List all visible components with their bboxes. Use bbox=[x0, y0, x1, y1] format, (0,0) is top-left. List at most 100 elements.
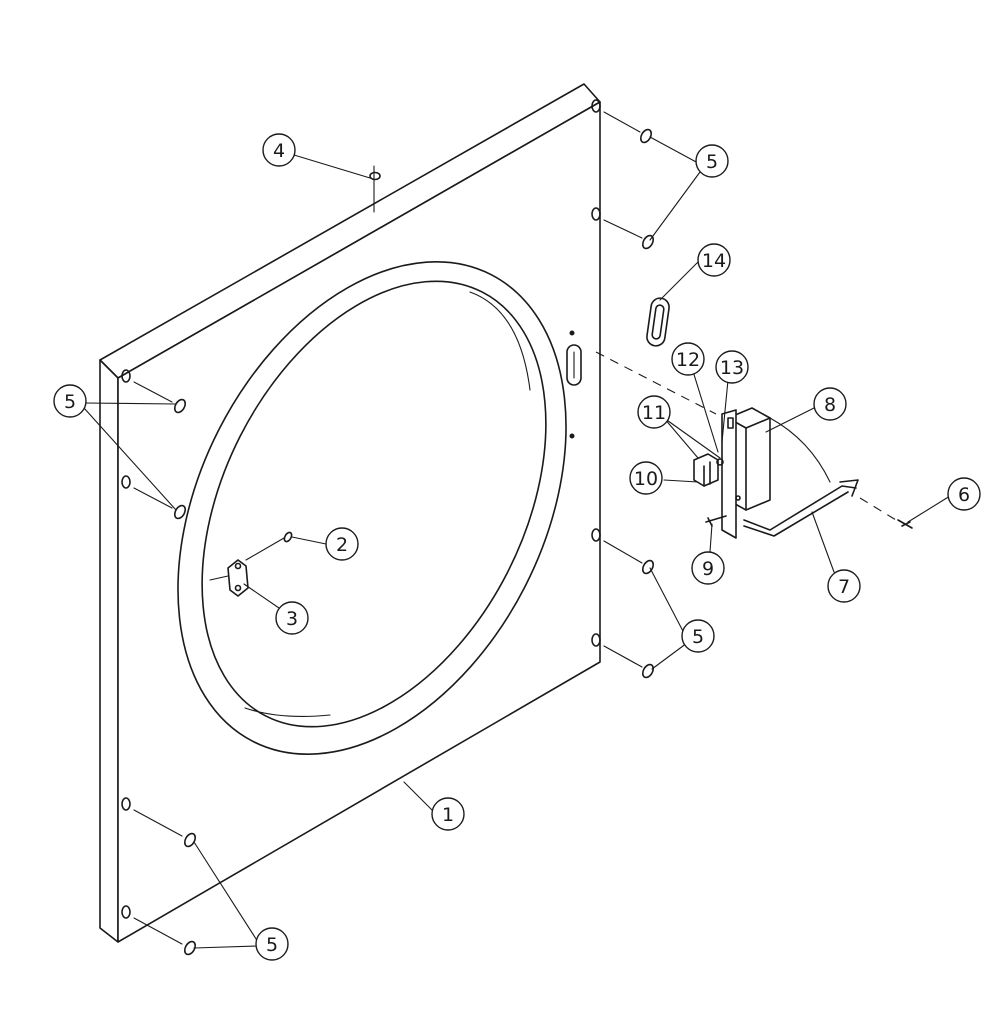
callout-5-label: 5 bbox=[64, 391, 76, 413]
opening-depth-line bbox=[469, 291, 531, 391]
grommet-inner bbox=[651, 304, 665, 340]
lever-wire bbox=[769, 417, 831, 483]
door-opening bbox=[177, 261, 567, 755]
screws bbox=[133, 111, 655, 956]
leader-5d bbox=[193, 945, 259, 949]
pin-head bbox=[707, 517, 713, 527]
callout-2-label: 2 bbox=[336, 534, 348, 556]
callout-4-label: 4 bbox=[273, 140, 285, 162]
leader-4 bbox=[293, 154, 371, 179]
callout-8-label: 8 bbox=[824, 394, 836, 416]
leader-2 bbox=[291, 536, 327, 545]
housing-backplate bbox=[721, 409, 737, 539]
housing-hole bbox=[735, 495, 741, 501]
callout-1-label: 1 bbox=[442, 804, 454, 826]
callout-4: 4 bbox=[262, 133, 296, 167]
callout-13: 13 bbox=[715, 350, 749, 384]
leader-5c bbox=[649, 567, 686, 636]
leader-6 bbox=[907, 495, 951, 523]
callout-13-label: 13 bbox=[720, 357, 744, 379]
callout-5-top-right: 5 bbox=[695, 144, 729, 178]
panel-mounting-holes bbox=[121, 99, 601, 919]
callout-7-label: 7 bbox=[838, 576, 850, 598]
callout-1: 1 bbox=[431, 797, 465, 831]
leader-1 bbox=[403, 781, 435, 813]
hinge-axis bbox=[209, 575, 229, 581]
screw-axis bbox=[133, 917, 183, 945]
opening-depth-line-lower bbox=[244, 707, 331, 718]
screw-head bbox=[641, 663, 655, 679]
lock-housing bbox=[721, 407, 771, 539]
screw-head bbox=[639, 128, 653, 144]
hinge-hole bbox=[234, 584, 242, 592]
callout-14: 14 bbox=[697, 243, 731, 277]
callout-5-bottom-left: 5 bbox=[255, 927, 289, 961]
callout-3-label: 3 bbox=[286, 608, 298, 630]
callout-8: 8 bbox=[813, 387, 847, 421]
leader-5b bbox=[83, 402, 177, 405]
leader-5a bbox=[649, 136, 699, 164]
top-screw bbox=[369, 165, 381, 213]
callout-10-label: 10 bbox=[634, 468, 658, 490]
callout-11-label: 11 bbox=[642, 402, 666, 424]
callout-7: 7 bbox=[827, 569, 861, 603]
screw-axis bbox=[133, 809, 183, 837]
leader-5b bbox=[83, 407, 177, 511]
callout-5-left: 5 bbox=[53, 384, 87, 418]
callouts: 1 2 3 4 5 5 5 5 bbox=[53, 133, 981, 961]
panel-left-edge bbox=[99, 359, 119, 943]
housing-tab bbox=[727, 417, 734, 429]
leader-11 bbox=[663, 417, 721, 459]
lever-screw bbox=[859, 497, 913, 529]
small-pin bbox=[705, 515, 727, 527]
callout-5-label: 5 bbox=[692, 626, 704, 648]
leader-13 bbox=[721, 379, 729, 443]
callout-5-label: 5 bbox=[266, 934, 278, 956]
leader-5c bbox=[651, 642, 688, 670]
hole bbox=[591, 633, 601, 647]
callout-5-bottom-right: 5 bbox=[681, 619, 715, 653]
hinge-hole bbox=[234, 562, 242, 570]
callout-10: 10 bbox=[629, 461, 663, 495]
screw-axis bbox=[603, 540, 643, 564]
screw-head bbox=[641, 559, 655, 575]
callout-6-label: 6 bbox=[958, 484, 970, 506]
leader-7 bbox=[811, 511, 835, 573]
hole bbox=[121, 905, 131, 919]
callout-2: 2 bbox=[325, 527, 359, 561]
screw-axis bbox=[133, 487, 173, 509]
leader-5a bbox=[649, 171, 701, 241]
screw-body bbox=[897, 519, 913, 529]
callout-14-label: 14 bbox=[702, 250, 726, 272]
leader-lines bbox=[83, 136, 951, 949]
screw-axis bbox=[859, 497, 897, 521]
housing-edge bbox=[745, 417, 771, 429]
screw-head bbox=[369, 171, 381, 181]
lever-tip bbox=[839, 479, 859, 497]
slot-hole-top bbox=[569, 330, 575, 336]
grommet bbox=[646, 297, 670, 347]
leader-8 bbox=[765, 407, 815, 433]
screw-head bbox=[641, 234, 655, 250]
hinge-plate bbox=[227, 559, 249, 597]
callout-6: 6 bbox=[947, 477, 981, 511]
pin-axis bbox=[245, 537, 285, 561]
hole bbox=[591, 528, 601, 542]
lever-edge bbox=[743, 491, 849, 537]
slot-hole-bottom bbox=[569, 433, 575, 439]
hole bbox=[121, 475, 131, 489]
hole bbox=[121, 369, 131, 383]
leader-11 bbox=[663, 417, 699, 459]
lever-body bbox=[743, 485, 857, 531]
leader-12 bbox=[691, 367, 719, 453]
callout-5-label: 5 bbox=[706, 151, 718, 173]
switch-body bbox=[693, 453, 719, 487]
lock-slot-area bbox=[566, 330, 582, 439]
switch-contact bbox=[716, 458, 724, 466]
callout-3: 3 bbox=[275, 601, 309, 635]
leader-14 bbox=[659, 261, 699, 301]
callout-12-label: 12 bbox=[676, 349, 700, 371]
leader-5d bbox=[193, 841, 259, 943]
opening-outer-ring bbox=[177, 261, 567, 755]
